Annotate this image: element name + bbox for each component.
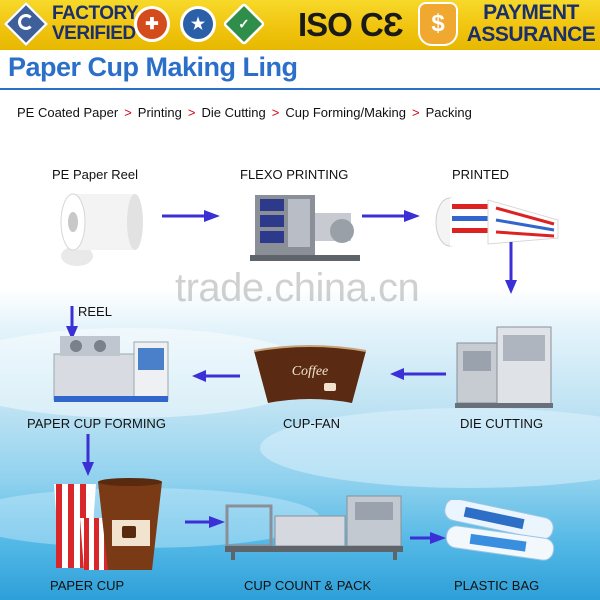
arrow-down-icon bbox=[66, 306, 78, 340]
label-flexo-printing: FLEXO PRINTING bbox=[240, 167, 349, 182]
arrow-right-icon bbox=[185, 516, 225, 528]
arrow-left-icon bbox=[390, 368, 446, 380]
crumb-separator: > bbox=[412, 105, 420, 120]
plastic-bag-image bbox=[444, 500, 555, 561]
cup-forming-machine-image bbox=[53, 336, 169, 402]
paper-reel-image bbox=[60, 193, 143, 266]
verified-check-icon bbox=[18, 14, 34, 30]
crumb-cup-forming: Cup Forming/Making bbox=[285, 105, 407, 120]
diamond-badge-icon: ✓ bbox=[222, 2, 266, 46]
label-die-cutting: DIE CUTTING bbox=[460, 416, 544, 431]
label-paper-cup: PAPER CUP bbox=[50, 578, 125, 593]
payment-assurance-text: PAYMENT ASSURANCE bbox=[466, 2, 596, 46]
label-plastic-bag: PLASTIC BAG bbox=[454, 578, 540, 593]
title-divider bbox=[0, 88, 600, 90]
arrow-right-icon bbox=[410, 532, 446, 544]
label-paper-cup-forming: PAPER CUP FORMING bbox=[27, 416, 166, 431]
arrow-left-icon bbox=[192, 370, 240, 382]
top-banner: FACTORY VERIFIED ✚ ★ ✓ ISO CƐ $ PAYMENT … bbox=[0, 0, 600, 50]
cup-fan-text: Coffee bbox=[292, 364, 329, 379]
arrow-down-icon bbox=[505, 242, 517, 294]
crumb-separator: > bbox=[271, 105, 280, 120]
label-reel: REEL bbox=[78, 304, 112, 319]
cup-count-pack-machine-image bbox=[225, 495, 403, 560]
process-breadcrumb: PE Coated Paper > Printing > Die Cutting > Cup… bbox=[17, 105, 472, 120]
watermark-text: trade.china.cn bbox=[175, 266, 420, 310]
paper-cups-image bbox=[54, 478, 162, 570]
payment-line-1: PAYMENT bbox=[483, 1, 579, 24]
factory-line-2: VERIFIED bbox=[52, 23, 136, 44]
quality-seal-icon: ✚ bbox=[134, 6, 170, 42]
iso-ce-mark: ISO CƐ bbox=[298, 6, 404, 43]
crumb-pe-coated-paper: PE Coated Paper bbox=[17, 105, 119, 120]
payment-dollar-icon: $ bbox=[418, 2, 458, 46]
crumb-printing: Printing bbox=[137, 105, 182, 120]
certification-seal-icon: ★ bbox=[180, 6, 216, 42]
flexo-printing-machine-image bbox=[250, 195, 360, 261]
arrow-right-icon bbox=[162, 210, 220, 222]
crumb-separator: > bbox=[124, 105, 132, 120]
wave-highlight bbox=[260, 408, 600, 488]
crumb-die-cutting: Die Cutting bbox=[201, 105, 266, 120]
factory-verified-text: FACTORY VERIFIED bbox=[52, 3, 139, 44]
die-cutting-machine-image bbox=[455, 326, 553, 408]
label-cup-fan: CUP-FAN bbox=[283, 416, 341, 431]
factory-line-1: FACTORY bbox=[52, 3, 139, 24]
page-title: Paper Cup Making Ling bbox=[8, 52, 298, 82]
label-pe-paper-reel: PE Paper Reel bbox=[52, 167, 138, 182]
arrow-right-icon bbox=[362, 210, 420, 222]
crumb-packing: Packing bbox=[425, 105, 472, 120]
label-printed: PRINTED bbox=[452, 167, 510, 182]
cup-fan-image: Coffee bbox=[253, 345, 367, 403]
label-cup-count-pack: CUP COUNT & PACK bbox=[244, 578, 372, 593]
payment-line-2: ASSURANCE bbox=[466, 23, 596, 46]
crumb-separator: > bbox=[187, 105, 196, 120]
printed-roll-image bbox=[435, 197, 559, 247]
arrow-down-icon bbox=[82, 434, 94, 476]
